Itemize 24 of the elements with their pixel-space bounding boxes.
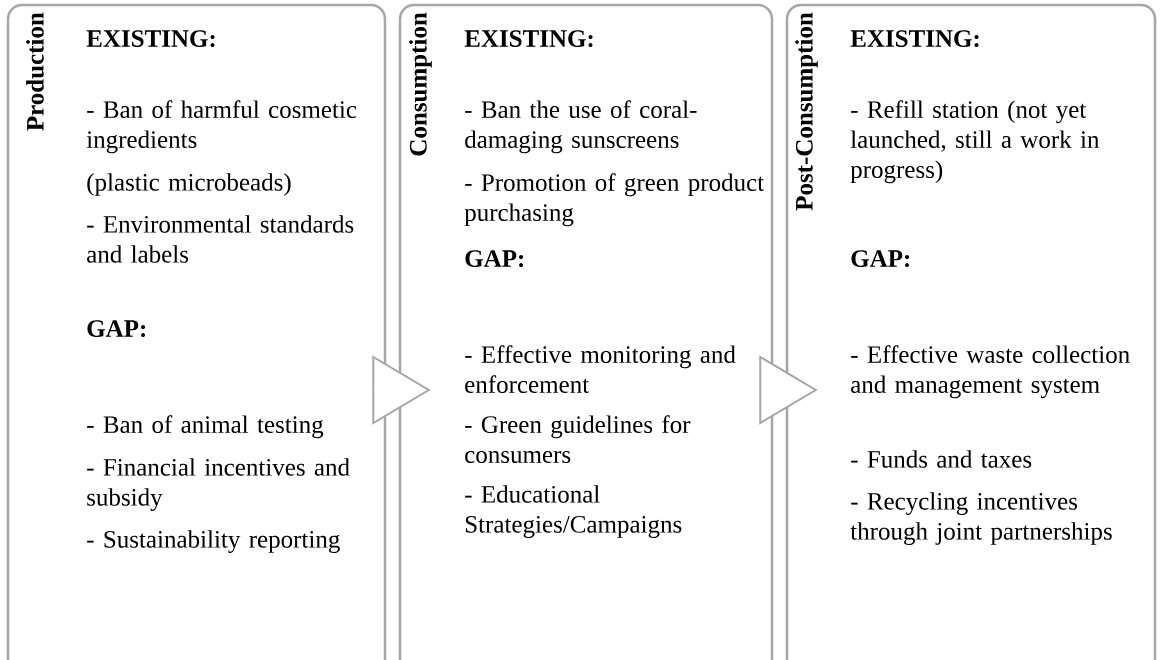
list-item: - Ban of harmful cosmetic ingredients (86, 100, 357, 154)
list-item: - Green guidelines for consumers (465, 415, 691, 464)
list-item: - Environmental standards and labels (87, 215, 354, 263)
list-item: - Ban the use of coral-damaging sunscreens (465, 100, 697, 154)
list-item: - Refill station (not yet launched, still a work in progress) (850, 100, 1100, 184)
section-heading: GAP: (851, 250, 910, 268)
section-heading: EXISTING: (86, 30, 215, 48)
section-heading: GAP: (465, 250, 524, 268)
stage-title: Production (26, 12, 44, 131)
list-item: - Financial incentives and subsidy (87, 458, 350, 511)
list-item: - Promotion of green product purchasing (464, 173, 764, 227)
list-item: (plastic microbeads) (87, 173, 291, 196)
list-item: - Sustainability reporting (87, 530, 340, 553)
list-item: - Recycling incentives through joint partnerships (850, 492, 1112, 545)
list-item: - Funds and taxes (851, 450, 1032, 468)
section-heading: GAP: (87, 320, 146, 338)
section-heading: EXISTING: (464, 30, 593, 48)
list-item: - Effective waste collection and management system (851, 345, 1130, 399)
stage-title: Post-Consumption (795, 12, 818, 211)
list-item: - Ban of animal testing (87, 415, 324, 439)
section-heading: EXISTING: (850, 30, 979, 48)
list-item: - Effective monitoring and enforcement (465, 345, 736, 394)
list-item: - Educational Strategies/Campaigns (465, 485, 682, 538)
stage-title: Consumption (409, 12, 432, 156)
